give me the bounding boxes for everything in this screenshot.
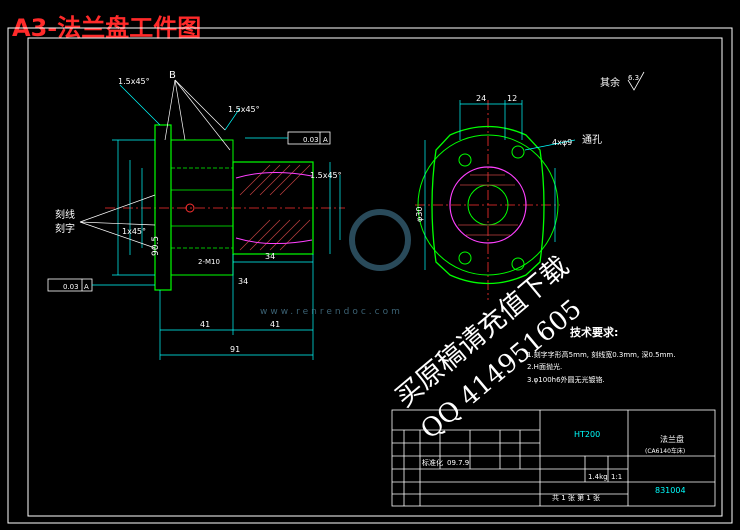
hatch-section <box>239 164 311 251</box>
front-view <box>415 100 576 300</box>
bolt-hole-4 <box>511 257 525 271</box>
tb-scale: 1:1 <box>611 473 622 481</box>
tb-date: 09.7.9 <box>447 459 469 467</box>
flange-outer-circle <box>417 134 559 276</box>
outer-frame <box>7 27 733 524</box>
roughness-symbol-icon <box>627 71 645 91</box>
front-hatch <box>458 174 518 236</box>
label-chamfer-left: 1.5x45° <box>118 77 150 86</box>
knurl-leaders <box>79 194 156 249</box>
inner-frame <box>27 37 723 517</box>
tb-weight: 1.4kg <box>588 473 608 481</box>
label-knurl-line2: 刻字 <box>55 222 75 235</box>
section-b-marks <box>164 79 231 151</box>
label-section-b: B <box>169 70 176 81</box>
hub-body <box>232 161 314 255</box>
label-phi-30: φ30 <box>415 207 424 222</box>
label-tolerance-top-ref: A <box>323 136 328 144</box>
tb-part-name: 法兰盘 <box>660 434 684 444</box>
tb-sheet: 共 1 张 第 1 张 <box>552 493 600 502</box>
label-chamfer-right: 1.5x45° <box>228 105 260 114</box>
tb-drawing-no: 831004 <box>655 486 686 495</box>
bolt-hole-1 <box>458 153 472 167</box>
watermark-site: www.renrendoc.com <box>260 307 403 317</box>
bore-curve <box>235 171 313 245</box>
front-dimension-lines <box>424 100 576 270</box>
requirements-heading: 技术要求: <box>570 325 618 339</box>
tb-part-sub: (CA6140车床) <box>645 447 685 455</box>
label-length-34b: 34 <box>238 277 248 286</box>
label-length-34: 34 <box>265 252 275 261</box>
label-length-1: 41 <box>200 320 210 329</box>
label-through: 通孔 <box>582 134 602 146</box>
hub-circle <box>449 166 527 244</box>
label-tolerance-bottom: 0.03 <box>63 283 79 291</box>
title-block <box>391 409 716 507</box>
label-dim-12: 12 <box>507 94 517 103</box>
label-knurl-line1: 刻线 <box>55 208 75 221</box>
label-tolerance-bottom-ref: A <box>84 283 89 291</box>
label-side-rough: 90.5 <box>151 236 161 256</box>
label-dim-24: 24 <box>476 94 486 103</box>
label-tolerance-top: 0.03 <box>303 136 319 144</box>
flange-outline <box>431 125 545 285</box>
side-view <box>47 79 345 360</box>
bolt-hole-2 <box>511 145 525 159</box>
label-chamfer-mid: 1.5x45° <box>310 171 342 180</box>
label-chamfer-lower: 1x45° <box>122 227 146 236</box>
flange-disk <box>154 124 172 291</box>
label-length-2: 41 <box>270 320 280 329</box>
label-bore-note: 2-M10 <box>198 258 220 266</box>
tb-designer: 标准化 <box>422 458 443 467</box>
label-holes: 4xφ9 <box>552 138 572 147</box>
requirement-item-3: 3.φ100h6外圆无光镀铬. <box>527 375 605 384</box>
label-roughness-value: 6.3 <box>628 74 639 82</box>
side-hole-marker <box>185 203 195 213</box>
label-roughness: 其余 <box>600 76 620 89</box>
side-dimension-lines <box>112 84 341 360</box>
requirement-item-2: 2.H面抛光. <box>527 362 562 371</box>
bolt-hole-3 <box>458 251 472 265</box>
watermark-logo-icon <box>349 209 411 271</box>
tb-code: HT200 <box>574 430 600 439</box>
requirement-item-1: 1.刻字字形高5mm, 刻线宽0.3mm, 深0.5mm. <box>527 350 675 359</box>
flange-rim <box>170 139 234 276</box>
label-length-total: 91 <box>230 345 240 354</box>
